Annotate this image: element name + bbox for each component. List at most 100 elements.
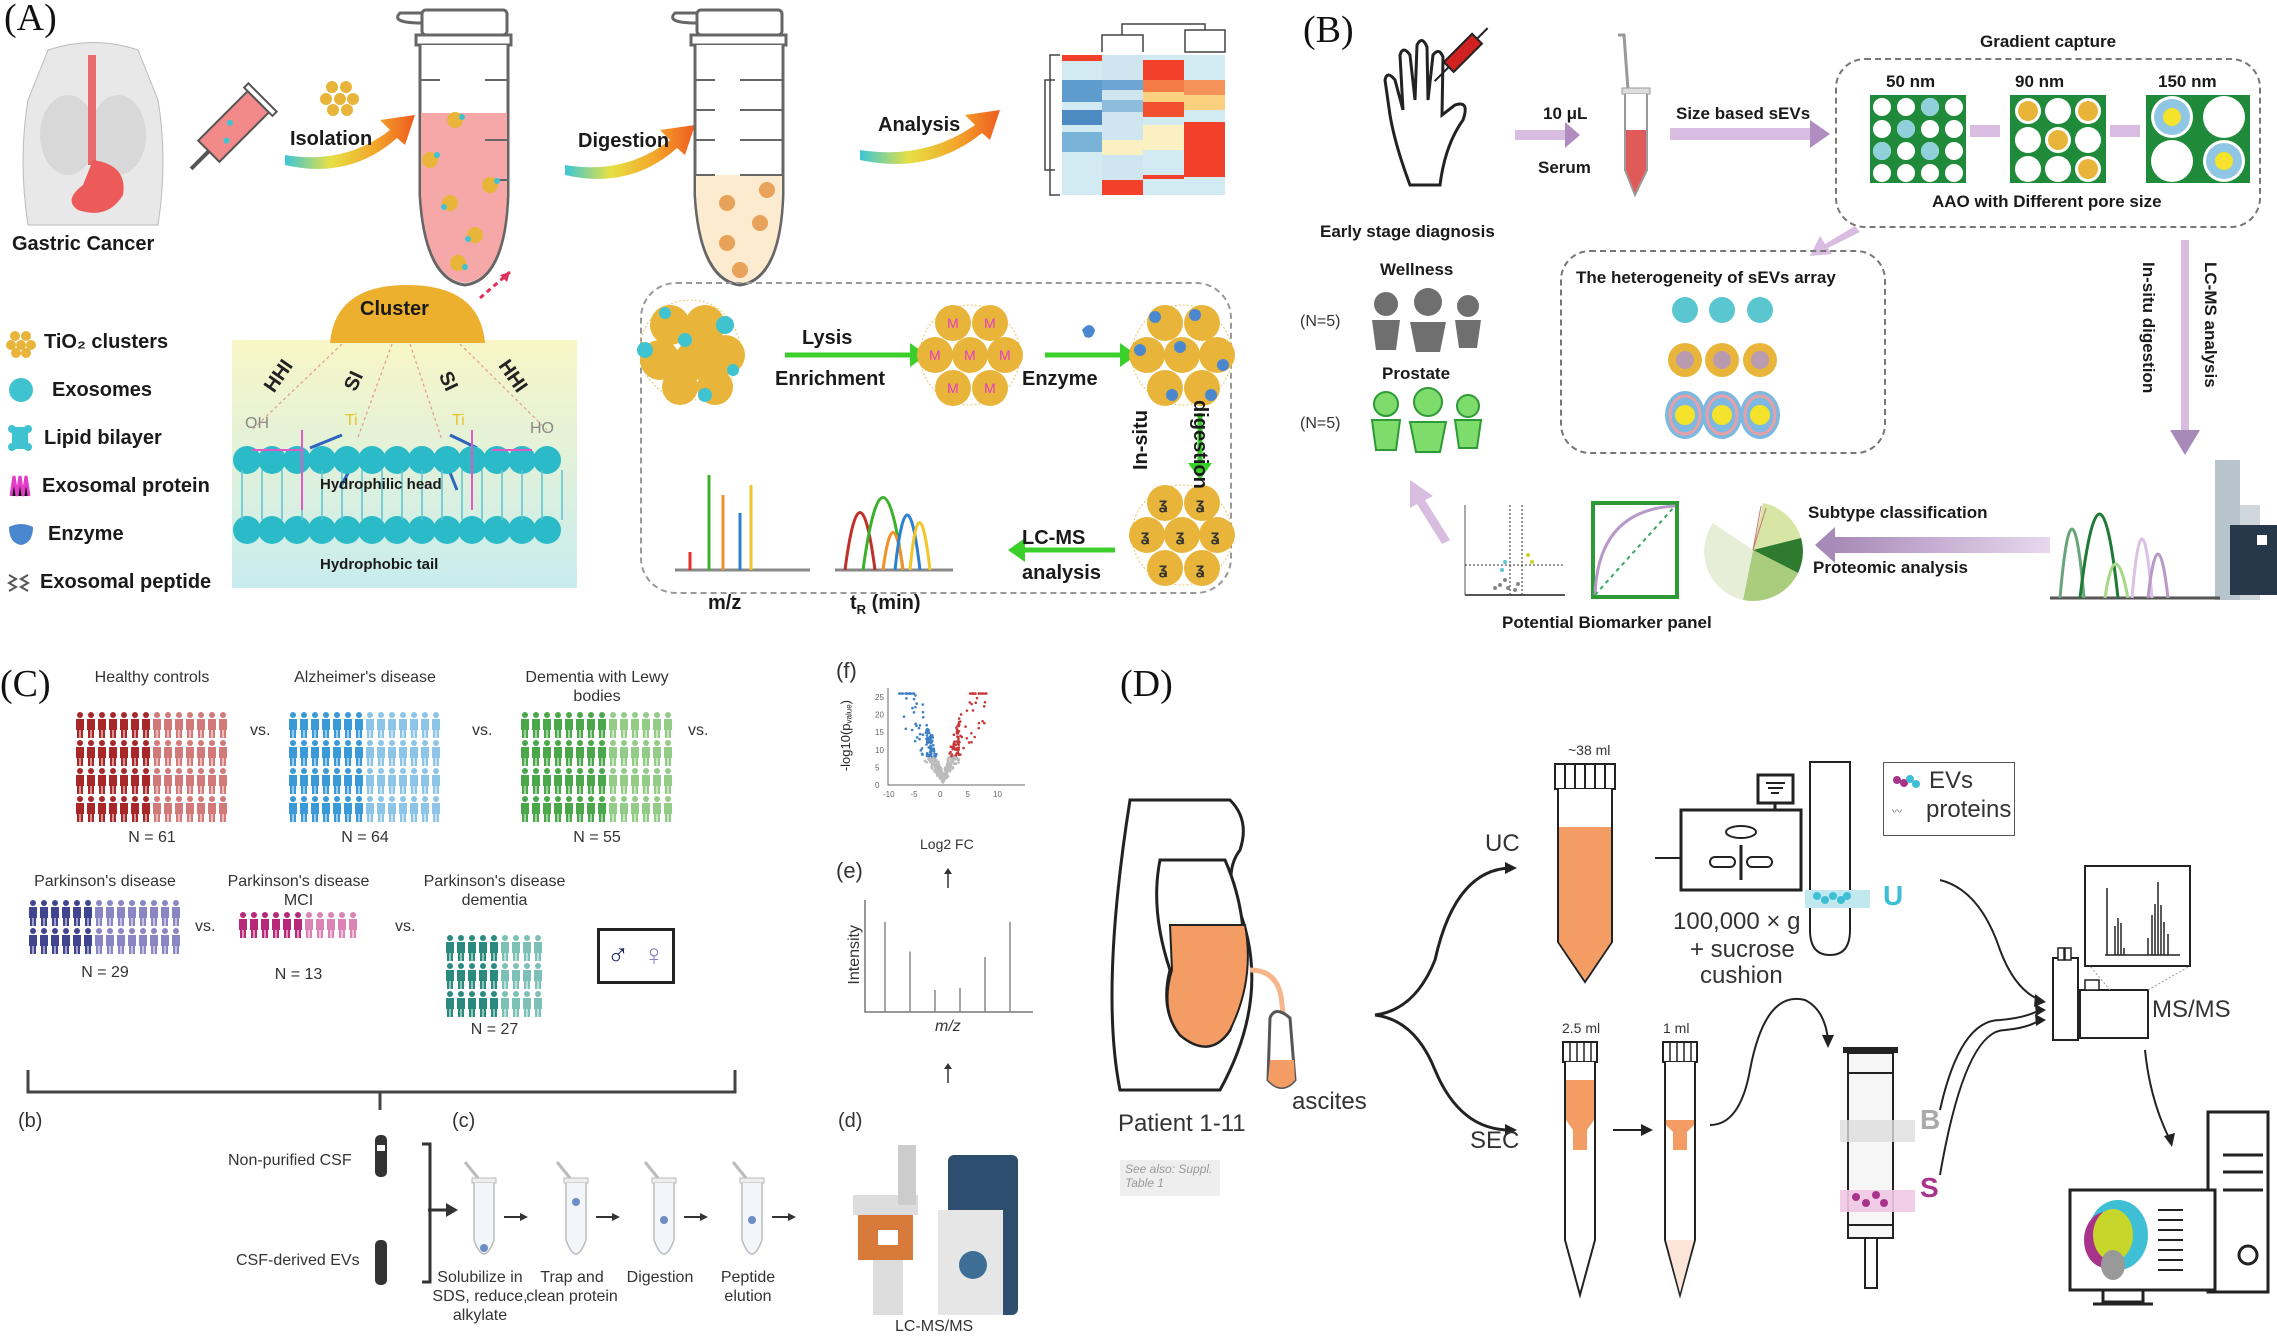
volcano-point xyxy=(929,752,933,756)
split-arrows xyxy=(1374,862,1517,1136)
volcano-point xyxy=(983,721,986,725)
fraction-u-label: U xyxy=(1883,880,1904,911)
volcano-point xyxy=(902,715,906,718)
volcano-ytick: 5 xyxy=(875,763,880,772)
sec-tube-2 xyxy=(1662,1041,1698,1299)
legend-item: Exosomal protein xyxy=(6,462,236,510)
volcano-point xyxy=(944,776,947,779)
person-icon xyxy=(598,768,606,794)
prostate-label: Prostate xyxy=(1382,364,1451,383)
spectrum-chart xyxy=(864,900,1033,1013)
volcano-point xyxy=(956,735,959,738)
tio2-cluster-icon xyxy=(320,81,359,116)
svg-text:ʓ: ʓ xyxy=(1196,496,1205,513)
volcano-point xyxy=(959,734,962,738)
person-icon xyxy=(620,740,628,766)
volcano-point xyxy=(940,771,943,774)
person-icon xyxy=(197,740,205,766)
volcano-point xyxy=(940,767,943,771)
hydrophobic-tail-label: Hydrophobic tail xyxy=(320,556,439,573)
group-people-grid xyxy=(75,712,229,824)
fraction-s-label: S xyxy=(1920,1172,1939,1203)
volcano-point xyxy=(959,713,963,716)
evs-icon xyxy=(1893,775,1920,788)
volcano-point xyxy=(930,748,933,751)
volcano-point xyxy=(957,743,960,747)
person-icon xyxy=(554,740,562,766)
person-icon xyxy=(51,928,59,954)
person-icon xyxy=(338,912,346,938)
centrifuge-icon xyxy=(1679,773,1803,892)
spectrum-ylabel: Intensity xyxy=(846,925,863,985)
person-icon xyxy=(186,712,194,738)
sample-tube-1 xyxy=(396,8,513,287)
svg-text:M: M xyxy=(984,380,996,396)
volcano-point xyxy=(974,692,977,695)
person-icon xyxy=(377,796,385,822)
panel-a-label: (A) xyxy=(4,0,57,39)
male-icon: ♂ xyxy=(606,939,630,972)
person-icon xyxy=(120,796,128,822)
legend-proteins: proteins xyxy=(1926,796,2012,823)
volcano-point xyxy=(925,743,928,746)
volcano-point xyxy=(950,765,954,769)
gastric-cancer-label: Gastric Cancer xyxy=(12,233,155,255)
person-icon xyxy=(98,768,106,794)
person-icon xyxy=(186,768,194,794)
volcano-point xyxy=(918,724,922,727)
svg-text:M: M xyxy=(984,315,996,331)
person-icon xyxy=(208,796,216,822)
person-icon xyxy=(208,712,216,738)
person-icon xyxy=(250,912,258,938)
step-digestion: Digestion xyxy=(578,130,670,152)
volcano-point xyxy=(906,692,909,695)
volcano-point xyxy=(967,741,971,744)
proteins-icon: 〰 xyxy=(1892,807,1902,818)
person-icon xyxy=(109,768,117,794)
volcano-point xyxy=(914,694,917,697)
vs-label: vs. xyxy=(395,918,416,935)
volcano-point xyxy=(925,723,928,727)
person-icon xyxy=(532,768,540,794)
volcano-point xyxy=(935,752,938,756)
arrow-to-column xyxy=(1709,997,1834,1126)
person-icon xyxy=(197,768,205,794)
person-icon xyxy=(117,900,125,926)
person-icon xyxy=(399,712,407,738)
person-icon xyxy=(139,900,147,926)
msms-label: MS/MS xyxy=(2152,996,2231,1023)
person-icon xyxy=(642,768,650,794)
vs-label: vs. xyxy=(250,722,271,739)
volcano-point xyxy=(956,732,960,735)
group-people-grid xyxy=(445,935,544,1019)
person-icon xyxy=(120,712,128,738)
insitu-digestion-label: In-situ digestion xyxy=(2139,262,2158,394)
person-icon xyxy=(300,768,308,794)
person-icon xyxy=(521,712,529,738)
person-icon xyxy=(311,768,319,794)
tr-unit: (min) xyxy=(871,592,921,614)
volcano-point xyxy=(938,771,941,775)
d-legend-box: EVs 〰 proteins xyxy=(1883,762,2015,836)
person-icon xyxy=(142,712,150,738)
legend-label: Exosomal protein xyxy=(42,474,210,497)
svg-text:ʓ: ʓ xyxy=(1211,528,1220,545)
group-name: Healthy controls xyxy=(94,669,210,686)
volcano-point xyxy=(944,769,948,773)
gradient-capture-title: Gradient capture xyxy=(1980,32,2117,51)
volcano-point xyxy=(935,758,938,762)
volcano-point xyxy=(954,753,958,757)
arrow-up-icon xyxy=(944,868,952,888)
volcano-point xyxy=(925,734,929,737)
group-n: N = 27 xyxy=(470,1021,519,1038)
volcano-point xyxy=(915,724,918,728)
person-icon xyxy=(609,796,617,822)
person-icon xyxy=(333,740,341,766)
legend-label: TiO₂ clusters xyxy=(44,330,169,353)
volcano-point xyxy=(968,692,972,695)
volcano-point xyxy=(956,751,960,755)
svg-text:ʓ: ʓ xyxy=(1176,528,1185,545)
volcano-point xyxy=(905,697,908,700)
arrow-size-based xyxy=(1670,120,1830,148)
person-icon xyxy=(87,712,95,738)
